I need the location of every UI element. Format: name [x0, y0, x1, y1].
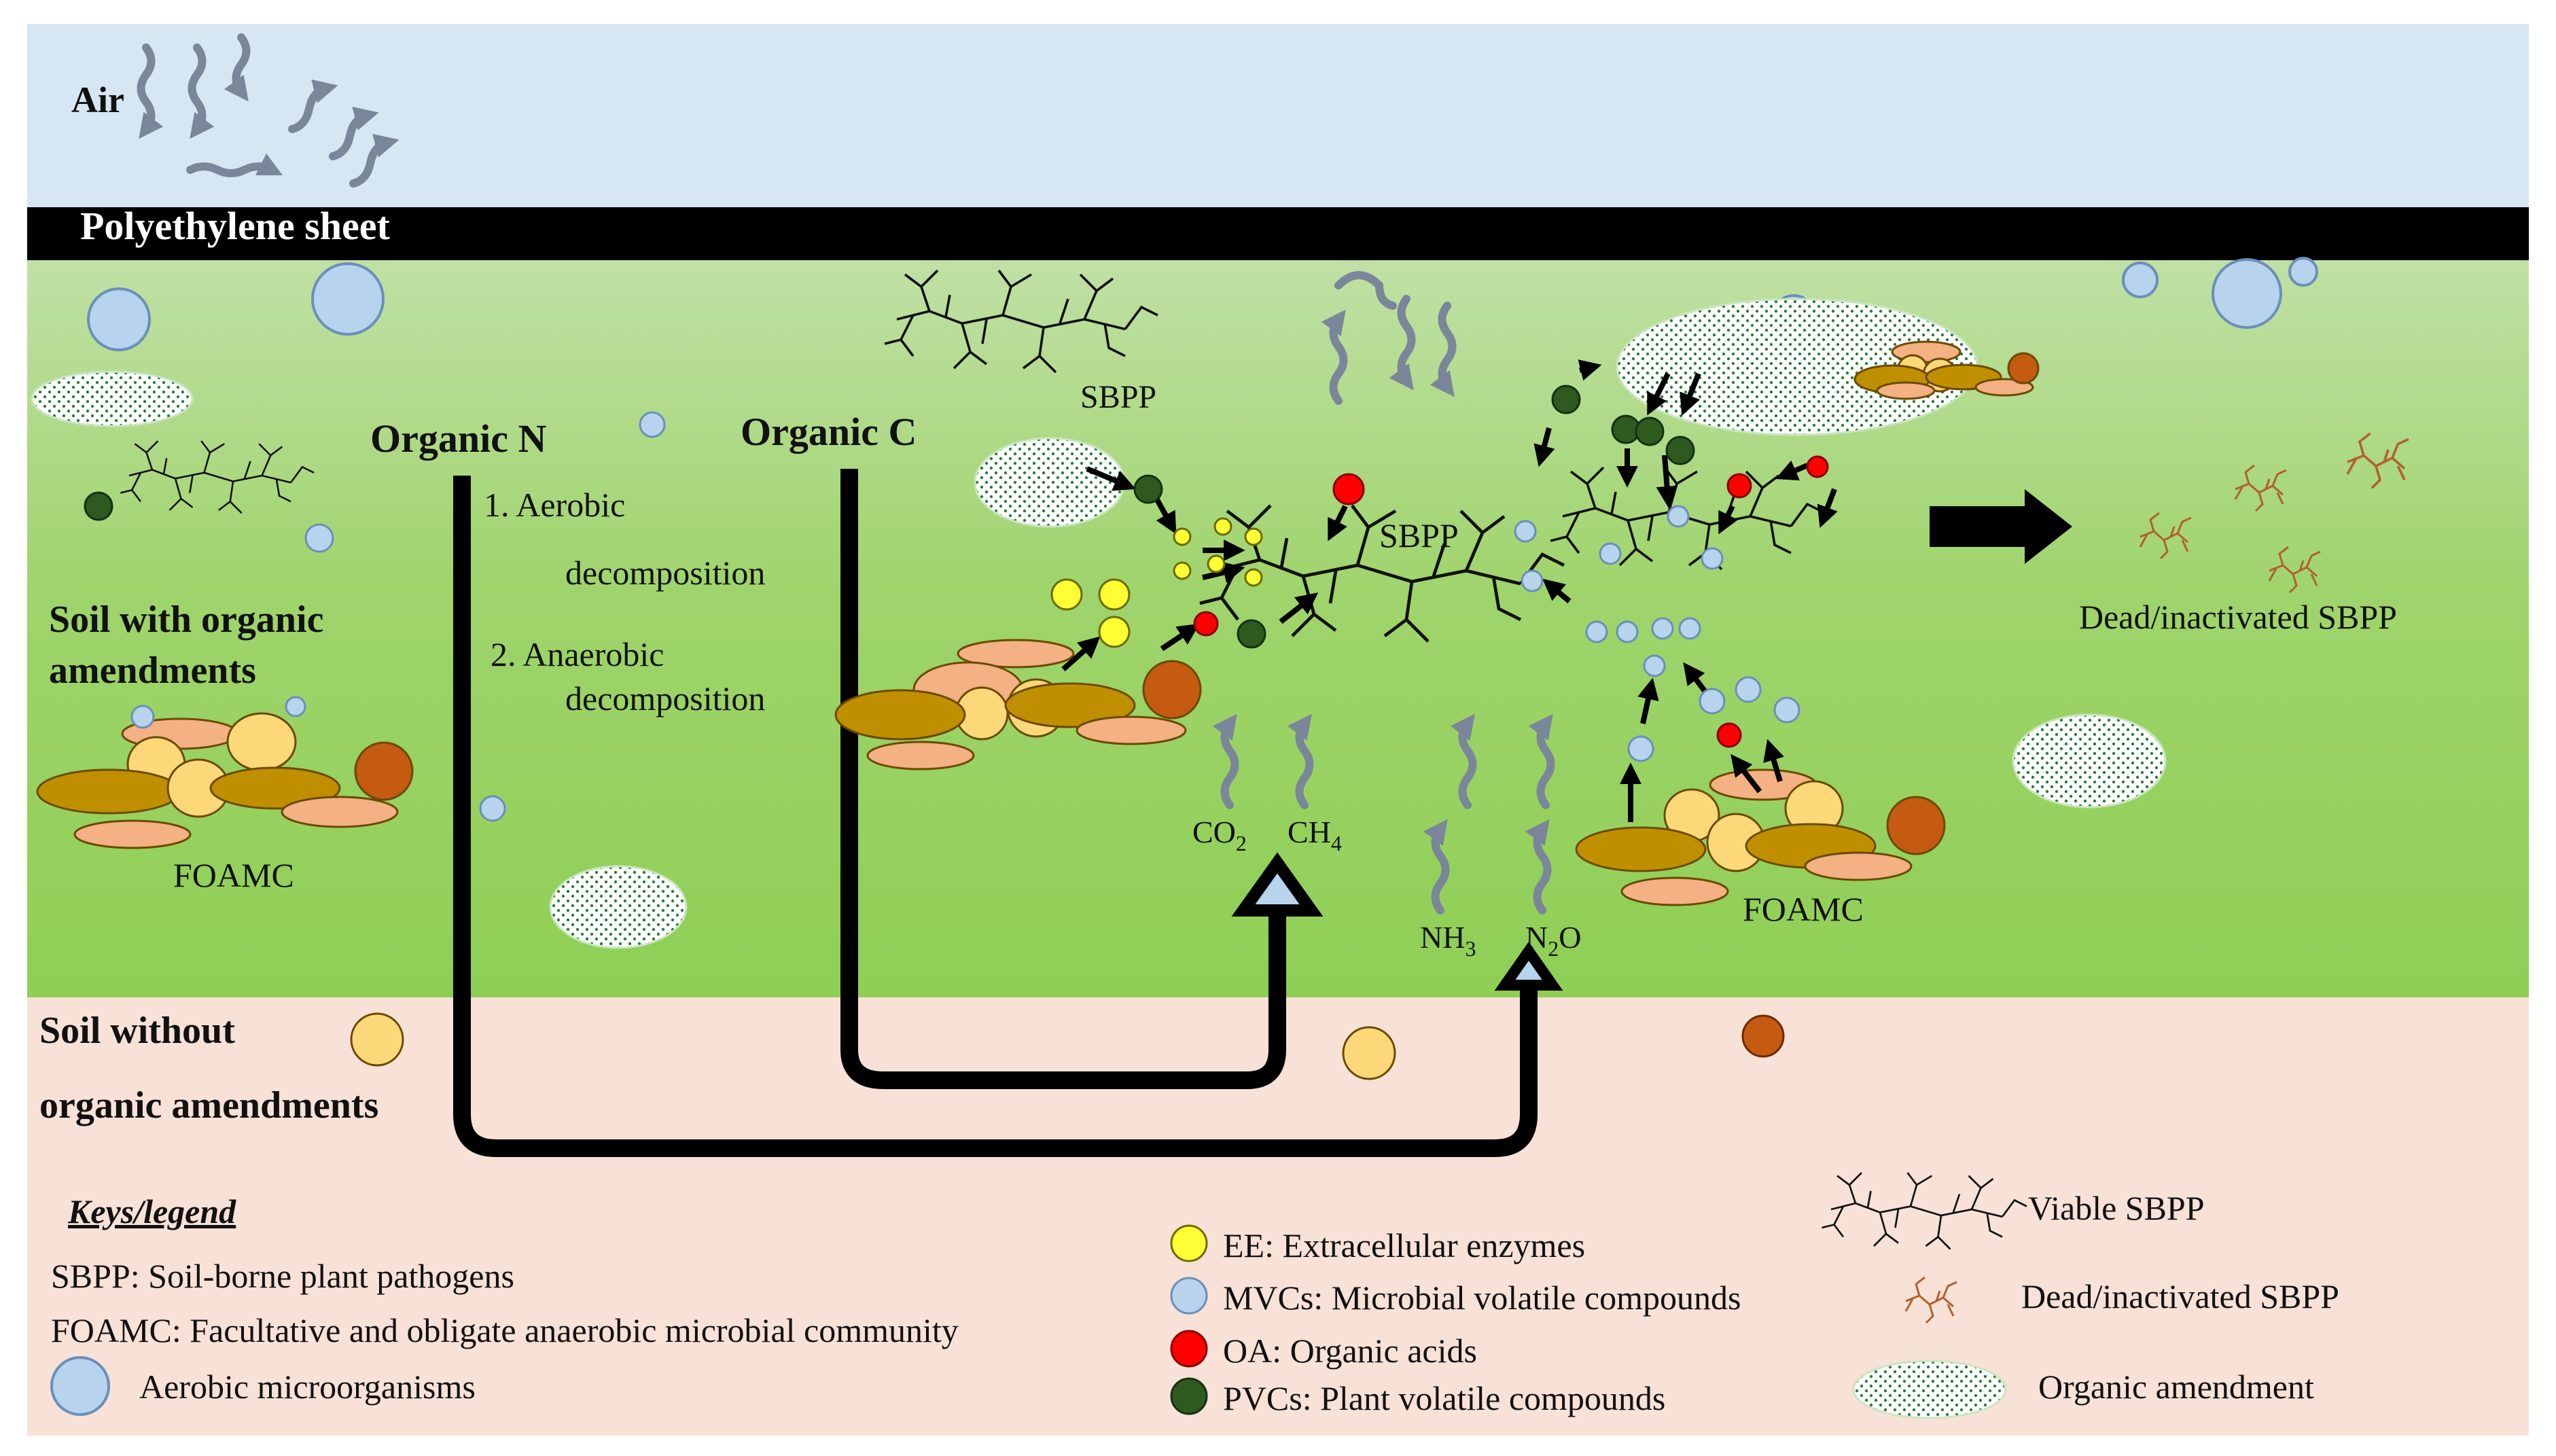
soil-amended-label-2: amendments [49, 650, 256, 692]
foamc-left-label: FOAMC [173, 856, 294, 894]
legend-pvc: PVCs: Plant volatile compounds [1223, 1379, 1665, 1417]
polyethylene-sheet [27, 207, 2529, 260]
legend-pvc-swatch [1170, 1377, 1208, 1415]
legend-aerobic-swatch [50, 1356, 110, 1416]
legend-amendment-swatch [1852, 1360, 2007, 1419]
legend-ee-swatch [1170, 1224, 1208, 1262]
unamended-particle [1342, 1026, 1396, 1080]
oa-particles [1193, 455, 1829, 748]
sheet-label: Polyethylene sheet [80, 204, 391, 248]
legend-mvc: MVCs: Microbial volatile compounds [1223, 1279, 1741, 1317]
pvc-particles [84, 385, 1695, 649]
mvc-particles [130, 411, 1800, 822]
sbpp-top-label: SBPP [1080, 379, 1156, 415]
dead-sbpp-label: Dead/inactivated SBPP [2079, 598, 2397, 636]
co2-label: CO2 [1192, 815, 1247, 855]
legend-amendment: Organic amendment [2038, 1368, 2314, 1406]
step1-label: 1. Aerobic [484, 486, 625, 524]
legend: Keys/legend SBPP: Soil-borne plant patho… [50, 1171, 2339, 1419]
ch4-label: CH4 [1288, 815, 1342, 855]
legend-sbpp: SBPP: Soil-borne plant pathogens [51, 1257, 514, 1295]
air-zone [27, 24, 2529, 207]
nh3-n2o-arrowhead [1494, 942, 1563, 991]
soil-unamended-label-1: Soil without [39, 1010, 235, 1052]
foamc-right-label: FOAMC [1743, 890, 1864, 928]
legend-title: Keys/legend [67, 1192, 236, 1230]
legend-viable: Viable SBPP [2028, 1189, 2205, 1227]
organic-n-label: Organic N [370, 416, 546, 461]
step2-label-2: decomposition [565, 679, 765, 717]
air-label: Air [71, 79, 124, 120]
organic-amendments [31, 298, 2167, 949]
foamc-cluster-center [834, 639, 1202, 770]
unamended-particle [350, 1012, 404, 1067]
step2-label: 2. Anaerobic [491, 635, 664, 673]
unamended-particle [1741, 1014, 1785, 1058]
ee-particles [1050, 517, 1263, 648]
foamc-cluster-right [1575, 768, 1946, 906]
to-dead-arrow [1930, 489, 2072, 564]
legend-oa: OA: Organic acids [1223, 1332, 1477, 1370]
legend-foamc: FOAMC: Facultative and obligate anaerobi… [51, 1311, 959, 1349]
interaction-arrows [1061, 359, 1838, 822]
sbpp-center-label: SBPP [1379, 516, 1459, 554]
legend-ee: EE: Extracellular enzymes [1223, 1226, 1585, 1264]
soil-unamended-label-2: organic amendments [39, 1084, 378, 1126]
legend-oa-swatch [1170, 1330, 1208, 1368]
step1-label-2: decomposition [565, 554, 765, 592]
n2o-label: N2O [1525, 920, 1581, 961]
foamc-cluster-left [36, 712, 414, 849]
gas-arrows [1212, 271, 1555, 915]
air-exchange-arrows [137, 33, 400, 188]
legend-dead: Dead/inactivated SBPP [2021, 1277, 2339, 1315]
organic-n-flow-arrow [453, 476, 1538, 1157]
co2-ch4-arrowhead [1231, 852, 1324, 917]
nh3-label: NH3 [1420, 920, 1476, 961]
legend-aerobic: Aerobic microorganisms [139, 1368, 476, 1406]
soil-amended-label-1: Soil with organic [49, 599, 323, 641]
organic-c-label: Organic C [741, 410, 917, 454]
legend-mvc-swatch [1170, 1277, 1208, 1315]
foamc-cluster-top-right [1853, 340, 2040, 400]
organic-c-flow-arrow [840, 469, 1286, 1089]
